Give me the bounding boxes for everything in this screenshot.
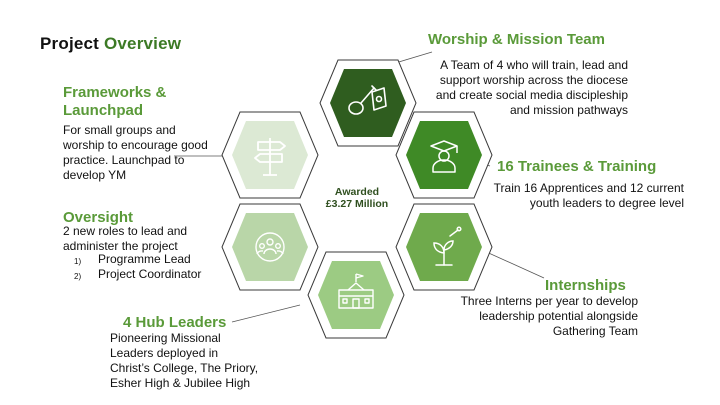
hex-hub xyxy=(318,261,394,329)
title-part-1: Project xyxy=(40,34,100,53)
frameworks-heading: Frameworks & Launchpad xyxy=(63,84,166,120)
list-item: 1) Programme Lead xyxy=(74,252,201,267)
oversight-description: 2 new roles to lead and administer the p… xyxy=(63,224,187,254)
frameworks-heading-line-1: Frameworks & xyxy=(63,84,167,101)
list-item-text: Project Coordinator xyxy=(98,267,202,281)
connector-hub xyxy=(231,304,301,323)
oversight-line-1: 2 new roles to lead and xyxy=(63,224,188,238)
oversight-roles-list: 1) Programme Lead 2) Project Coordinator xyxy=(74,252,201,282)
list-item: 2) Project Coordinator xyxy=(74,267,201,282)
guitar-map-icon xyxy=(348,85,387,115)
oversight-line-2: administer the project xyxy=(63,239,178,253)
signpost-icon xyxy=(254,138,286,176)
oversight-heading: Oversight xyxy=(63,209,134,226)
internships-heading: Internships xyxy=(545,277,626,294)
hub-line-2: Leaders deployed in xyxy=(110,346,219,360)
hub-description: Pioneering Missional Leaders deployed in… xyxy=(110,331,258,391)
title-part-2: Overview xyxy=(103,34,182,53)
list-item-number: 2) xyxy=(74,272,82,281)
trainees-heading: 16 Trainees & Training xyxy=(497,158,657,175)
trainees-line-1: Train 16 Apprentices and 12 current xyxy=(493,181,684,195)
hub-line-1: Pioneering Missional xyxy=(110,331,221,345)
internships-line-3: Gathering Team xyxy=(552,324,638,338)
trainees-description: Train 16 Apprentices and 12 current yout… xyxy=(470,181,684,211)
worship-line-2: support worship across the diocese xyxy=(439,73,628,87)
group-icon xyxy=(255,232,285,262)
worship-line-4: and mission pathways xyxy=(509,103,628,117)
page-title: Project Overview xyxy=(40,34,181,54)
connector-internships xyxy=(481,249,545,279)
internships-line-2: leadership potential alongside xyxy=(479,309,638,323)
hex-worship xyxy=(330,69,406,137)
graduate-icon xyxy=(430,140,458,173)
hex-trainees xyxy=(406,121,482,189)
worship-description: A Team of 4 who will train, lead and sup… xyxy=(380,58,628,118)
seedling-icon xyxy=(433,226,462,266)
hex-oversight xyxy=(232,213,308,281)
worship-line-3: and create social media discipleship xyxy=(435,88,628,102)
worship-line-1: A Team of 4 who will train, lead and xyxy=(440,58,628,72)
frameworks-description: For small groups and worship to encourag… xyxy=(63,123,208,183)
school-icon xyxy=(338,273,374,309)
list-item-text: Programme Lead xyxy=(98,252,191,266)
hub-heading: 4 Hub Leaders xyxy=(123,314,227,331)
hub-line-4: Esher High & Jubilee High xyxy=(110,376,251,390)
award-line-2: £3.27 Million xyxy=(325,198,389,210)
worship-heading: Worship & Mission Team xyxy=(428,31,605,48)
hub-line-3: Christ’s College, The Priory, xyxy=(110,361,259,375)
frameworks-line-1: For small groups and xyxy=(63,123,176,137)
frameworks-heading-line-2: Launchpad xyxy=(63,102,144,119)
frameworks-line-4: develop YM xyxy=(63,168,127,182)
frameworks-line-3: practice. Launchpad to xyxy=(63,153,185,167)
frameworks-line-2: worship to encourage good xyxy=(63,138,208,152)
list-item-number: 1) xyxy=(74,257,82,266)
trainees-line-2: youth leaders to degree level xyxy=(529,196,684,210)
internships-description: Three Interns per year to develop leader… xyxy=(440,294,638,339)
internships-line-1: Three Interns per year to develop xyxy=(460,294,638,308)
award-line-1: Awarded xyxy=(334,186,380,198)
center-award-label: Awarded £3.27 Million xyxy=(318,186,396,210)
